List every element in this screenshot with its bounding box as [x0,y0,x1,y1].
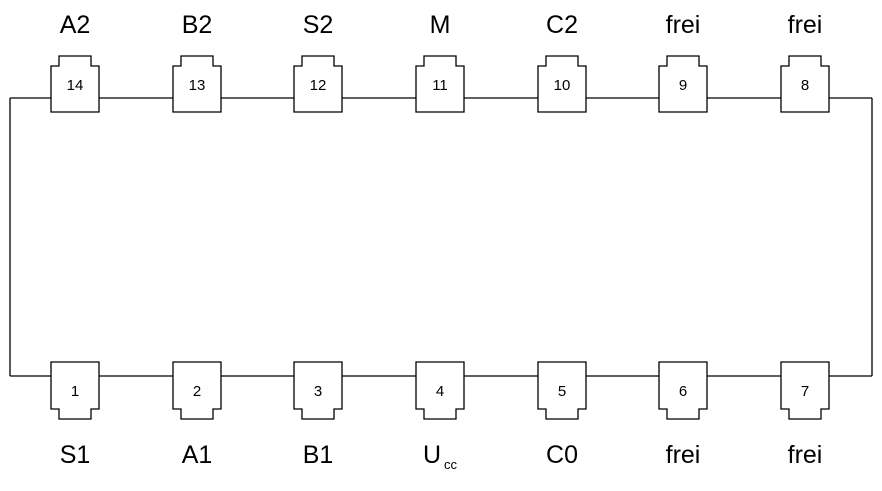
pin-number: 9 [679,77,687,94]
pin-outline [50,361,100,420]
pin-6: 6 frei [658,361,708,469]
pin-label-text: S2 [303,11,334,39]
pin-3: 3B1 [293,361,343,469]
top-pin-row: 14 A2 13 B2 12 S2 11 M 10 C2 9 frei 8 frei [50,11,830,113]
pin-label: frei [666,11,701,39]
pin-outline [780,361,830,420]
pin-number: 1 [71,383,79,400]
pin-10: 10 C2 [537,11,587,113]
pin-label-text: B2 [182,11,213,39]
pin-label-text: S1 [60,441,91,469]
pin-label-text: C0 [546,441,578,469]
pin-outline [415,55,465,113]
pin-number: 6 [679,383,687,400]
pin-1: 1S1 [50,361,100,469]
pin-outline [293,55,343,113]
pin-label: S2 [303,11,334,39]
pin-number: 11 [432,77,448,94]
pin-number: 12 [310,77,327,94]
pin-outline [780,55,830,113]
pin-outline [415,361,465,420]
pin-number: 8 [801,77,809,94]
pin-5: 5C0 [537,361,587,469]
pin-label: B2 [182,11,213,39]
pin-label-text: B1 [303,441,334,469]
pin-7: 7 frei [780,361,830,469]
pin-label: M [430,11,451,39]
pin-outline [658,55,708,113]
pin-label: B1 [303,441,334,469]
pin-outline [658,361,708,420]
pin-13: 13 B2 [172,11,222,113]
pin-outline [50,55,100,113]
pin-outline [172,361,222,420]
pin-label: frei [788,441,823,469]
pin-label: A2 [60,11,91,39]
pin-number: 14 [67,77,84,94]
pin-label-text: frei [666,441,701,469]
pin-number: 4 [436,383,444,400]
pin-outline [537,55,587,113]
pin-label: C2 [546,11,578,39]
pin-label: S1 [60,441,91,469]
pin-number: 13 [189,77,206,94]
chip-body [9,97,873,377]
pin-label-text: A1 [182,441,213,469]
pin-outline [293,361,343,420]
pin-label-text: frei [666,11,701,39]
pin-label: C0 [546,441,578,469]
pin-number: 7 [801,383,809,400]
pin-label-text: M [430,11,451,39]
pin-label: frei [666,441,701,469]
pin-8: 8 frei [780,11,830,113]
pin-outline [537,361,587,420]
pin-label-text: frei [788,11,823,39]
pin-label-text: frei [788,441,823,469]
pin-label-text: A2 [60,11,91,39]
pin-number: 3 [314,383,322,400]
pin-label-text: U [423,441,441,469]
pin-label: frei [788,11,823,39]
pin-label: A1 [182,441,213,469]
pin-number: 10 [554,77,571,94]
pin-2: 2A1 [172,361,222,469]
pin-11: 11 M [415,11,465,113]
pin-label-subscript: cc [444,457,458,472]
pin-outline [172,55,222,113]
pin-number: 2 [193,383,201,400]
pin-label-text: C2 [546,11,578,39]
pin-12: 12 S2 [293,11,343,113]
pin-9: 9 frei [658,11,708,113]
pin-number: 5 [558,383,566,400]
pin-14: 14 A2 [50,11,100,113]
